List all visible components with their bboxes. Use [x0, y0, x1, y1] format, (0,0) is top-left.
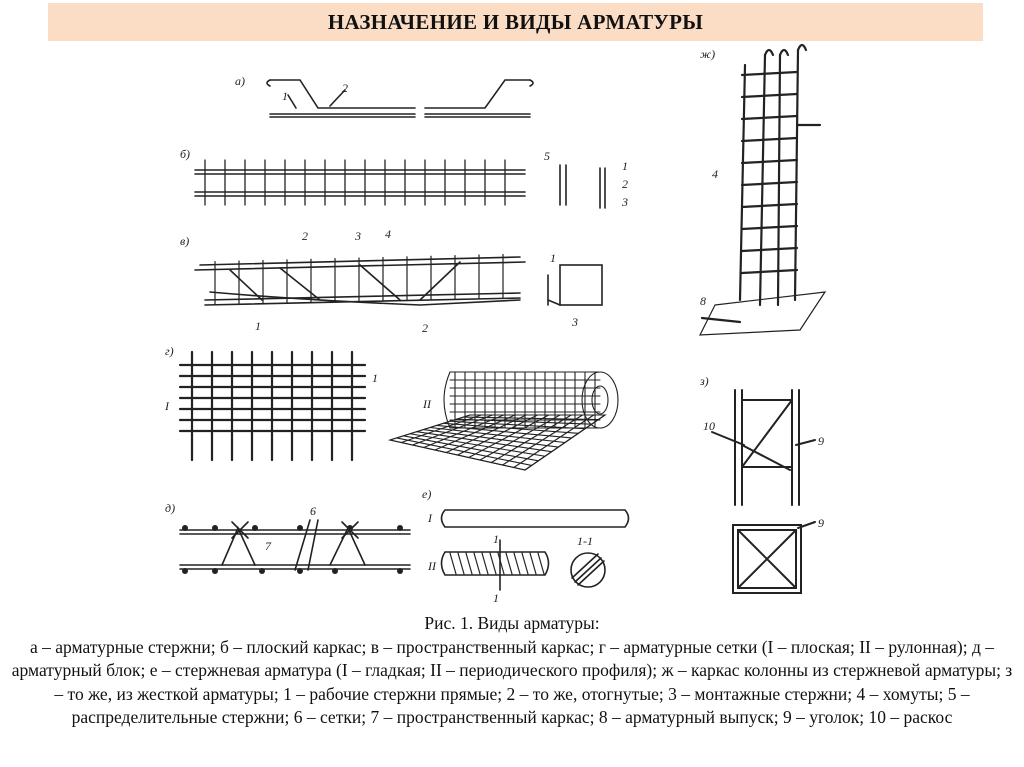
label-b-1: 1	[622, 159, 628, 173]
drawing-stroke	[740, 70, 799, 77]
label-zh-4: 4	[712, 167, 718, 181]
bar-dot	[297, 568, 303, 574]
label-e-1bot: 1	[493, 591, 499, 605]
drawing-stroke	[740, 268, 799, 275]
figure-labels: а) 1 2 б) 5 1 2 3 в) 2 3 4 1 2 1 3 г) I …	[164, 47, 824, 605]
label-v-3b: 3	[571, 315, 578, 329]
label-z-9b: 9	[818, 516, 824, 530]
label-z: з)	[699, 374, 709, 388]
label-b-3: 3	[621, 195, 628, 209]
drawing-stroke	[489, 552, 497, 575]
label-v: в)	[180, 234, 189, 248]
drawing-stroke	[529, 552, 537, 575]
bar-dot	[347, 525, 353, 531]
bar-dot	[397, 568, 403, 574]
label-e-I: I	[427, 511, 433, 525]
label-g-II: II	[422, 397, 432, 411]
label-zh-8: 8	[700, 294, 706, 308]
label-zh: ж)	[700, 47, 715, 61]
bar-dot	[212, 568, 218, 574]
panel-b-flat-frame	[194, 159, 606, 209]
label-v-2b: 2	[422, 321, 428, 335]
panel-a-bars	[266, 79, 534, 118]
bar-dot	[212, 525, 218, 531]
label-b-5: 5	[544, 149, 550, 163]
panel-g-rolled-mesh	[387, 371, 619, 471]
label-a-2: 2	[342, 81, 348, 95]
slide-title: НАЗНАЧЕНИЕ И ВИДЫ АРМАТУРЫ	[327, 9, 704, 34]
drawing-stroke	[513, 552, 521, 575]
label-b: б)	[180, 147, 190, 161]
bar-dot	[182, 568, 188, 574]
title-bar: НАЗНАЧЕНИЕ И ВИДЫ АРМАТУРЫ	[48, 3, 983, 41]
label-d-7: 7	[265, 539, 272, 553]
panel-d-block	[179, 519, 411, 571]
panel-e-rebar	[440, 509, 630, 591]
drawing-stroke	[501, 414, 584, 466]
label-e-II: II	[427, 559, 437, 573]
panel-z-rigid	[711, 389, 816, 594]
caption-text: а – арматурные стержни; б – плоский карк…	[11, 636, 1013, 728]
drawing-stroke	[513, 414, 595, 469]
label-v-3: 3	[354, 229, 361, 243]
label-g-I: I	[164, 399, 170, 413]
panel-v-spatial-frame	[194, 253, 603, 306]
bar-dot	[182, 525, 188, 531]
figure-caption: Рис. 1. Виды арматуры: а – арматурные ст…	[10, 612, 1014, 730]
drawing-stroke	[449, 552, 457, 575]
label-v-1: 1	[255, 319, 261, 333]
bar-dot	[332, 568, 338, 574]
drawing-stroke	[481, 552, 489, 575]
drawing-stroke	[521, 552, 529, 575]
label-a-1: 1	[282, 89, 288, 103]
drawing-stroke	[740, 224, 799, 231]
drawing-stroke	[465, 552, 473, 575]
label-a: а)	[235, 74, 245, 88]
label-g-1: 1	[372, 371, 378, 385]
drawing-stroke	[740, 158, 799, 165]
label-z-10: 10	[703, 419, 715, 433]
bar-dot	[397, 525, 403, 531]
label-e-section: 1-1	[577, 534, 593, 548]
label-b-2: 2	[622, 177, 628, 191]
reinforcement-figure: а) 1 2 б) 5 1 2 3 в) 2 3 4 1 2 1 3 г) I …	[164, 43, 827, 605]
drawing-stroke	[524, 414, 606, 471]
drawing-stroke	[505, 552, 513, 575]
drawing-stroke	[740, 92, 799, 99]
label-v-2: 2	[302, 229, 308, 243]
drawing-stroke	[537, 552, 545, 575]
drawing-stroke	[462, 416, 599, 421]
label-e: е)	[422, 487, 431, 501]
bar-dot	[259, 568, 265, 574]
caption-heading: Рис. 1. Виды арматуры:	[424, 613, 600, 633]
label-e-1top: 1	[493, 532, 499, 546]
drawing-stroke	[740, 246, 799, 253]
drawing-stroke	[457, 552, 465, 575]
label-g: г)	[165, 344, 174, 358]
label-d: д)	[165, 501, 175, 515]
bar-dot	[297, 525, 303, 531]
drawing-stroke	[473, 552, 481, 575]
drawing-stroke	[740, 114, 799, 121]
label-v-1b: 1	[550, 251, 556, 265]
drawing-stroke	[740, 136, 799, 143]
label-z-9: 9	[818, 434, 824, 448]
drawing-stroke	[740, 180, 799, 187]
panel-g-flat-mesh	[178, 350, 367, 462]
drawing-stroke	[740, 202, 799, 209]
drawing-stroke	[497, 552, 505, 575]
label-v-4: 4	[385, 227, 391, 241]
label-d-6: 6	[310, 504, 316, 518]
panel-zh-column	[699, 43, 827, 336]
bar-dot	[252, 525, 258, 531]
